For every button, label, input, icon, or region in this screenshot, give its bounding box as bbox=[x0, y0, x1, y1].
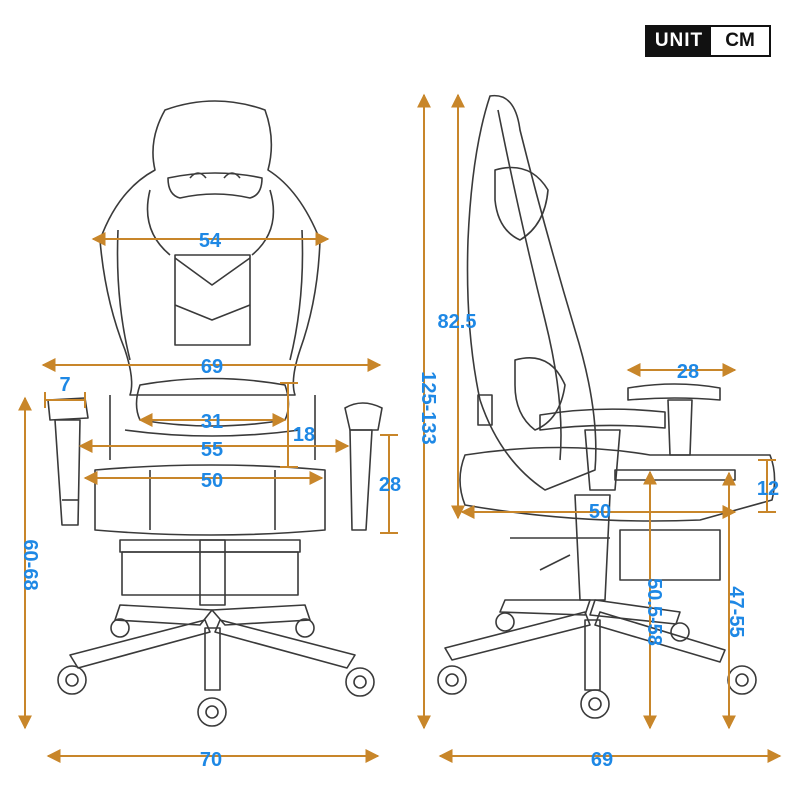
unit-badge: UNIT CM bbox=[645, 25, 771, 57]
side-chair-sketch bbox=[437, 94, 776, 719]
seat-width-max-label: 55 bbox=[201, 439, 223, 461]
seat-width-label: 50 bbox=[201, 470, 223, 492]
footrest-height-label: 12 bbox=[757, 478, 779, 500]
base-depth-label: 69 bbox=[591, 749, 613, 771]
armrest-adjust-label: 28 bbox=[379, 474, 401, 496]
total-height-label: 125-133 bbox=[417, 371, 439, 444]
lumbar-width-label: 31 bbox=[201, 411, 223, 433]
dimension-labels: 54 69 7 31 18 55 50 28 60-68 70 125-133 … bbox=[19, 230, 779, 771]
seat-depth-label: 50 bbox=[589, 501, 611, 523]
armrest-length-label: 28 bbox=[677, 361, 699, 383]
unit-value: CM bbox=[711, 27, 769, 55]
front-dimension-lines bbox=[18, 232, 398, 763]
footrest-length-label: 47-55 bbox=[725, 586, 747, 637]
base-width-label: 70 bbox=[200, 749, 222, 771]
backrest-height-label: 82.5 bbox=[438, 311, 477, 333]
backrest-width-label: 54 bbox=[199, 230, 222, 252]
lumbar-height-label: 18 bbox=[293, 424, 315, 446]
armrest-height-label: 50.5-58 bbox=[643, 578, 665, 646]
unit-label: UNIT bbox=[647, 27, 711, 55]
armrest-pad-width-label: 7 bbox=[59, 374, 70, 396]
armrest-span-label: 69 bbox=[201, 356, 223, 378]
side-dimension-lines bbox=[417, 93, 782, 763]
seat-height-label: 60-68 bbox=[19, 539, 41, 590]
